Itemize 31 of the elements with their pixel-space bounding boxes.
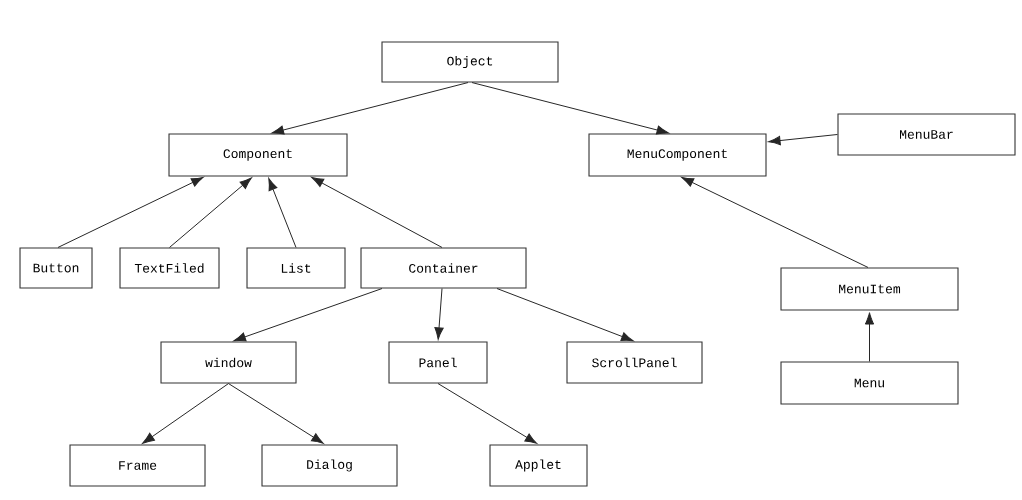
inheritance-arrow (268, 178, 297, 248)
class-box: Applet (489, 444, 588, 487)
class-box: TextFiled (119, 247, 220, 289)
class-box: Frame (69, 444, 206, 487)
inheritance-arrow (57, 177, 204, 248)
inheritance-arrow (768, 134, 838, 146)
class-box: Component (168, 133, 348, 177)
inheritance-arrow (169, 177, 252, 248)
class-box: Dialog (261, 444, 398, 487)
inheritance-arrow (471, 82, 669, 135)
class-box: Object (381, 41, 559, 83)
class-box: Panel (388, 341, 488, 384)
inheritance-arrow (437, 383, 538, 444)
inheritance-arrow (233, 288, 383, 342)
inheritance-arrow (311, 177, 443, 248)
class-box: ScrollPanel (566, 341, 703, 384)
class-box: MenuBar (837, 113, 1016, 156)
class-box: MenuItem (780, 267, 959, 311)
class-box: Container (360, 247, 527, 289)
class-box: Button (19, 247, 93, 289)
inheritance-arrow (496, 288, 634, 342)
class-box: MenuComponent (588, 133, 767, 177)
class-box: List (246, 247, 346, 289)
class-box: Menu (780, 361, 959, 405)
inheritance-arrow (681, 177, 869, 268)
inheritance-arrow (434, 288, 444, 340)
class-box: window (160, 341, 297, 384)
inheritance-arrow (142, 383, 229, 444)
inheritance-arrow (864, 312, 875, 362)
inheritance-arrow (271, 82, 469, 135)
inheritance-arrow (228, 383, 324, 444)
